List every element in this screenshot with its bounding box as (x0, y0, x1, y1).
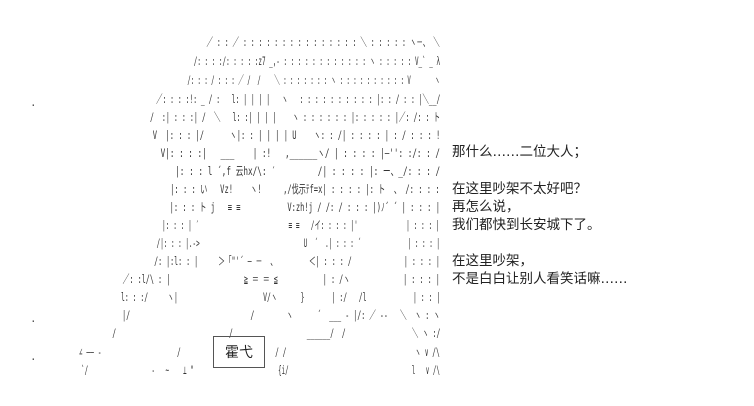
art-line: ／: : : :!: _ / : l: | | | | ヽ : : : : : … (110, 92, 441, 106)
art-line: /: : : :/: : : : :z7 _,- : : : : : : : :… (140, 54, 441, 68)
dialog-line: 在这里吵架， (452, 253, 533, 269)
dialog-line: 不是白白让别人看笑话嘛…… (452, 271, 628, 287)
art-line: V|: : : :| ___ | :! ,______ヽ/ | : : : : … (110, 146, 440, 160)
name-stamp: 霍弋 (213, 336, 265, 368)
name-stamp-label: 霍弋 (225, 345, 253, 361)
art-line: / / ______/ / ＼ ヽ :/ (85, 326, 441, 340)
stray-tick-mark: . (30, 96, 37, 109)
art-line: |: : : l ´,f 云hx/\: ′ /| : : : : |: ー、_/… (110, 164, 441, 178)
art-line: ∠ ―― ‐ / / / ヽ ∨ /\ (60, 345, 440, 359)
dialog-line: 再怎么说， (452, 199, 520, 215)
art-line: ／: :l/\ : | ≧ ＝ ＝ ≦ | : /ヽ | : : : | (90, 272, 440, 286)
art-line: V |: : : |/ ヽ|: : | | | | U ヽ: : /| : : … (110, 128, 441, 142)
stray-tick-mark: . (30, 350, 37, 363)
art-line: `/ ‐ ~ ⊥ " {i/ l ∨ /\ (60, 363, 440, 377)
dialog-line: 我们都快到长安城下了。 (452, 217, 601, 233)
art-line: /: : : / : : : ／ / / ＼ : : : : : : : ヽ :… (140, 73, 441, 87)
dialog-line: 在这里吵架不太好吧？ (452, 181, 587, 197)
art-line: / :| : : :| / ＼ l: :| | | | ヽ : : : : : … (110, 110, 441, 124)
art-line: /|: : : |.-> U ´ .| : : : ´ | : : : | (110, 236, 440, 250)
stray-tick-mark: . (30, 312, 37, 325)
art-line: /: |:l: : | ＞「"'´ ― － 、 ＜| : : : / | : :… (110, 254, 440, 268)
art-line: |/ / ヽ ´ ___ ‐ |/: ／ ‐‐ ＼ ヽ : ヽ (90, 308, 440, 322)
art-line: ／ : : ／ : : : : : : : : : : : : : : : ＼ … (140, 35, 440, 49)
art-line: |: : : ト j ≡ ≡ V:zh!j / /: / : : : |)ﾉ´ … (110, 200, 440, 214)
dialog-line: 那什么……二位大人； (452, 144, 587, 160)
art-line: |: : : い Vz! ヽ! ,/伐示ﾃf=x| : : : : |: ト 、… (110, 182, 440, 196)
art-line: |: : : | ′ ≡ ≡ /イ: : : : |' | : : : | (110, 218, 440, 232)
art-line: l: : :/ ヽ| V/ヽ } | :/ /l | : : | (90, 290, 441, 304)
